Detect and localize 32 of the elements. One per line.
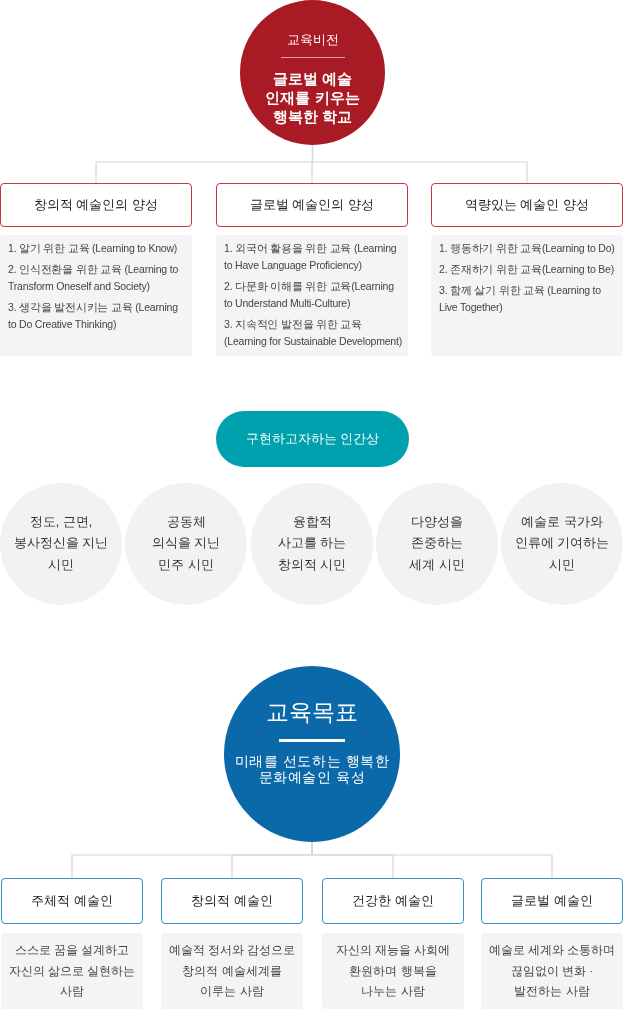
description-panel: 예술로 세계와 소통하며 끊임없이 변화 · 발전하는 사람 (481, 933, 623, 1009)
description-panel: 스스로 꿈을 설계하고 자신의 삶으로 실현하는 사람 (1, 933, 143, 1009)
list-item: 2. 다문화 이해를 위한 교육(Learning to Understand Multi-Culture) (224, 279, 395, 311)
value-circle: 다양성을 존중하는 세계 시민 (376, 483, 498, 605)
heading-box: 주체적 예술인 (1, 878, 143, 924)
heading-pill: 구현하고자하는 인간상 (216, 411, 409, 467)
list-item: 1. 행동하기 위한 교육(Learning to Do) (439, 241, 616, 256)
circle-statement: 미래를 선도하는 행복한 문화예술인 육성 (233, 753, 391, 785)
circle-statement: 글로벌 예술 인재를 키우는 행복한 학교 (264, 70, 361, 127)
heading-box: 창의적 예술인의 양성 (0, 183, 192, 227)
title-circle (240, 0, 385, 145)
heading-box: 글로벌 예술인의 양성 (216, 183, 408, 227)
circle-title: 교육비전 (285, 31, 340, 49)
circle-title: 교육목표 (265, 698, 359, 726)
heading-box: 창의적 예술인 (161, 878, 303, 924)
description-panel: 예술적 정서와 감성으로 창의적 예술세계를 이루는 사람 (161, 933, 303, 1009)
list-item: 3. 생각을 발전시키는 교육 (Learning to Do Creative Thinking) (8, 300, 179, 332)
list-item: 1. 알기 위한 교육 (Learning to Know) (8, 241, 179, 256)
value-circle: 공동체 의식을 지닌 민주 시민 (125, 483, 247, 605)
list-item: 2. 인식전환을 위한 교육 (Learning to Transform Oneself and Society) (8, 262, 180, 294)
value-circle: 융합적 사고를 하는 창의적 시민 (251, 483, 373, 605)
heading-box: 역량있는 예술인 양성 (431, 183, 623, 227)
list-item: 3. 함께 살기 위한 교육 (Learning to Live Together) (439, 283, 602, 315)
list-item: 2. 존재하기 위한 교육(Learning to Be) (439, 262, 615, 277)
heading-box: 글로벌 예술인 (481, 878, 623, 924)
list-item: 1. 외국어 활용을 위한 교육 (Learning to Have Language Proficiency) (224, 241, 398, 273)
value-circle: 정도, 근면, 봉사정신을 지닌 시민 (0, 483, 122, 605)
heading-box: 건강한 예술인 (322, 878, 464, 924)
list-item: 3. 지속적인 발전을 위한 교육 (Learning for Sustainable Development) (224, 317, 402, 349)
value-circle: 예술로 국가와 인류에 기여하는 시민 (501, 483, 623, 605)
title-circle (224, 666, 400, 842)
description-panel: 자신의 재능을 사회에 환원하며 행복을 나누는 사람 (322, 933, 464, 1009)
